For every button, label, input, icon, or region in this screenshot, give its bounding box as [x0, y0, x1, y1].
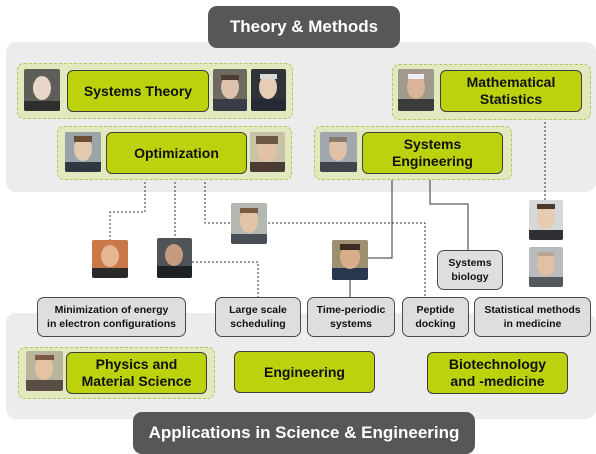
- topic-biotech-label: Biotechnology and -medicine: [448, 356, 547, 389]
- person-photo-energy-minimization: [92, 240, 128, 278]
- project-systems-biology-label: Systems biology: [448, 256, 492, 283]
- connector-scheduling: [192, 261, 259, 297]
- project-large-scale-scheduling-label: Large scale scheduling: [229, 303, 287, 330]
- project-time-periodic-systems[interactable]: Time-periodic systems: [307, 297, 395, 337]
- person-photo-optimization-2: [250, 132, 285, 172]
- connector-optimization-energy: [109, 178, 146, 240]
- topic-physics-material-science[interactable]: Physics and Material Science: [66, 352, 207, 394]
- project-statistical-methods-medicine[interactable]: Statistical methods in medicine: [474, 297, 591, 337]
- topic-mathematical-statistics[interactable]: Mathematical Statistics: [440, 70, 582, 112]
- person-photo-large-scale-scheduling: [157, 238, 192, 278]
- person-photo-physics: [26, 351, 63, 391]
- project-time-periodic-label: Time-periodic systems: [316, 303, 386, 330]
- connector-optimization-peptide: [204, 178, 426, 297]
- applications-title: Applications in Science & Engineering: [133, 412, 475, 454]
- person-photo-systems-theory-3: [251, 69, 286, 111]
- topic-mathematical-statistics-label: Mathematical Statistics: [466, 74, 556, 107]
- topic-systems-theory-label: Systems Theory: [83, 82, 193, 99]
- person-photo-center: [231, 203, 267, 244]
- person-photo-optimization-1: [65, 132, 101, 172]
- topic-biotechnology-medicine[interactable]: Biotechnology and -medicine: [427, 352, 568, 394]
- topic-systems-engineering[interactable]: Systems Engineering: [362, 132, 503, 174]
- project-energy-minimization[interactable]: Minimization of energy in electron confi…: [37, 297, 186, 337]
- project-peptide-docking-label: Peptide docking: [415, 303, 456, 330]
- theory-methods-title-text: Theory & Methods: [229, 17, 379, 36]
- topic-systems-engineering-label: Systems Engineering: [392, 136, 473, 169]
- topic-physics-label: Physics and Material Science: [81, 356, 192, 389]
- project-energy-minimization-label: Minimization of energy in electron confi…: [47, 303, 176, 330]
- topic-engineering[interactable]: Engineering: [234, 351, 375, 393]
- topic-optimization-label: Optimization: [134, 144, 219, 161]
- person-photo-time-periodic: [332, 240, 368, 280]
- topic-engineering-label: Engineering: [264, 363, 345, 380]
- project-large-scale-scheduling[interactable]: Large scale scheduling: [215, 297, 301, 337]
- project-peptide-docking[interactable]: Peptide docking: [402, 297, 469, 337]
- person-photo-statistics-2: [529, 247, 563, 287]
- person-photo-mathematical-statistics: [398, 69, 434, 111]
- person-photo-systems-theory-1: [24, 69, 60, 111]
- project-statistical-methods-label: Statistical methods in medicine: [484, 303, 581, 330]
- topic-systems-theory[interactable]: Systems Theory: [67, 70, 209, 112]
- project-systems-biology[interactable]: Systems biology: [437, 250, 503, 290]
- person-photo-systems-engineering: [320, 132, 357, 172]
- connector-systems-engineering-time-periodic: [368, 178, 393, 259]
- applications-title-text: Applications in Science & Engineering: [148, 423, 460, 442]
- person-photo-systems-theory-2: [213, 69, 247, 111]
- topic-optimization[interactable]: Optimization: [106, 132, 247, 174]
- connector-systems-engineering-biology: [429, 178, 469, 250]
- person-photo-statistics-1: [529, 200, 563, 240]
- theory-methods-title: Theory & Methods: [208, 6, 400, 48]
